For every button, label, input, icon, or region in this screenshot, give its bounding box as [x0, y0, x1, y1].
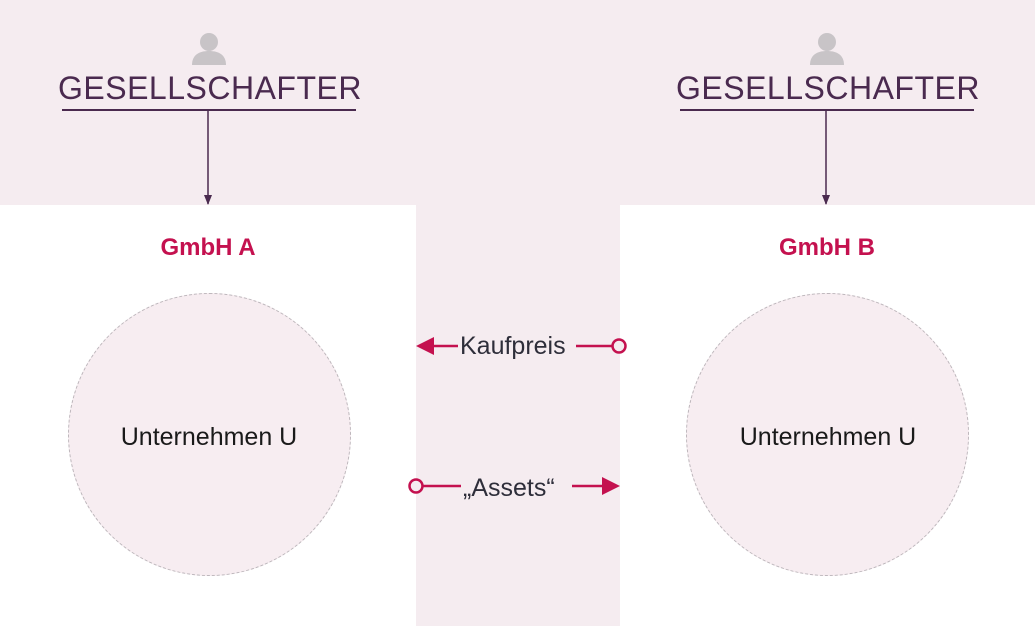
- assets-label: „Assets“: [461, 473, 557, 503]
- shareholder-label-b: GESELLSCHAFTER: [676, 70, 980, 106]
- assets-arrow: [408, 477, 620, 495]
- business-label-b: Unternehmen U: [739, 423, 917, 451]
- business-circle-a: [68, 293, 351, 576]
- person-icon: [192, 33, 226, 65]
- company-name-a: GmbH A: [160, 234, 256, 261]
- company-name-b: GmbH B: [779, 234, 875, 261]
- shareholder-underline-a: [62, 109, 356, 111]
- person-icon: [810, 33, 844, 65]
- purchase-price-label: Kaufpreis: [458, 331, 568, 361]
- shareholder-label-a: GESELLSCHAFTER: [58, 70, 362, 106]
- purchase-price-arrow: [416, 337, 627, 355]
- shareholder-underline-b: [680, 109, 974, 111]
- business-label-a: Unternehmen U: [120, 423, 298, 451]
- business-circle-b: [686, 293, 969, 576]
